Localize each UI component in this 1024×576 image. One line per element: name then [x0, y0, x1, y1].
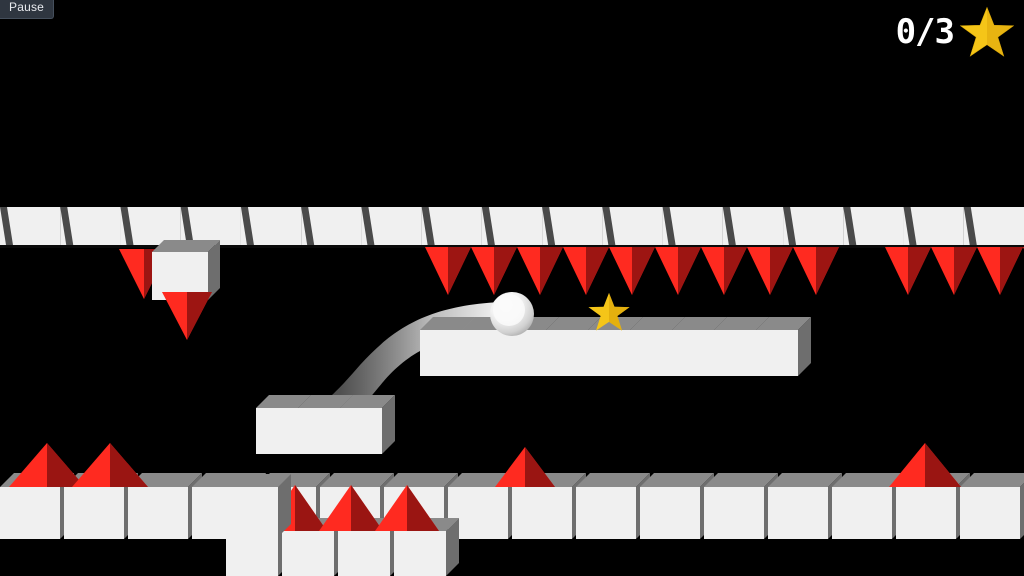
ground-spike	[9, 443, 85, 487]
lower-platform-spikes	[263, 485, 439, 531]
ceiling-spike	[793, 247, 839, 295]
ground-spike	[495, 447, 555, 487]
ground-block	[704, 473, 778, 539]
ceiling-spike	[162, 292, 212, 340]
hanging-cluster	[119, 240, 220, 340]
ceiling-spike	[931, 247, 977, 295]
ground-spike-row	[9, 443, 961, 487]
star-count-label: 0/3	[895, 12, 955, 52]
platform-block	[756, 317, 811, 376]
ceiling-spike	[747, 247, 793, 295]
ceiling-spike	[655, 247, 701, 295]
star-counter: 0/3	[896, 6, 1014, 58]
ground-spike	[72, 443, 148, 487]
ground-block	[576, 473, 650, 539]
ceiling-spike	[517, 247, 563, 295]
ceiling-spike	[885, 247, 931, 295]
ground-block	[960, 473, 1024, 539]
ground-spike	[889, 443, 961, 487]
platform-block	[340, 395, 395, 454]
star-icon	[960, 6, 1014, 57]
ceiling-spike	[701, 247, 747, 295]
ground-block	[768, 473, 842, 539]
small-platform	[256, 395, 395, 454]
ceiling-spike	[609, 247, 655, 295]
player-ball	[490, 292, 534, 336]
ledge-block	[220, 474, 291, 537]
hanging-block	[152, 240, 220, 300]
ceiling-spike-row	[425, 247, 1024, 295]
ground-spike	[319, 485, 383, 531]
ledge-block	[220, 474, 291, 537]
ceiling-row	[0, 207, 1024, 248]
pause-button[interactable]: Pause	[0, 0, 55, 19]
ground-spike	[375, 485, 439, 531]
ceiling-spike	[425, 247, 471, 295]
ceiling-spike	[471, 247, 517, 295]
ceiling-spike	[563, 247, 609, 295]
collectible-star	[588, 292, 630, 331]
ground-block	[640, 473, 714, 539]
ceiling-spike	[977, 247, 1023, 295]
